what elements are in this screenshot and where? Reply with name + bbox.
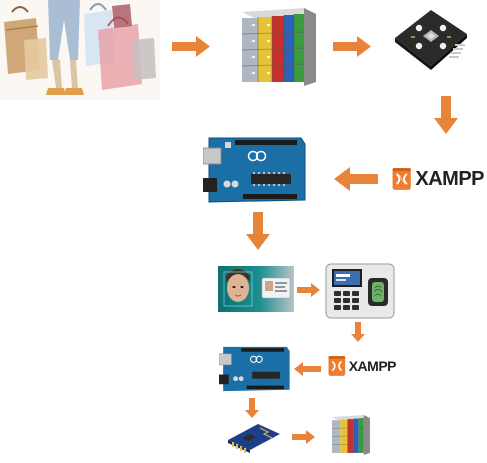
- arrow-left-2: [294, 362, 321, 376]
- face-recognition-photo: [218, 266, 294, 312]
- biometric-terminal-icon: [325, 263, 395, 319]
- locker-cabinet-icon: [241, 8, 316, 86]
- arrow-right-3: [297, 283, 320, 297]
- bags-shoes-illustration-icon: [0, 0, 160, 100]
- shopping-bags-illustration: [0, 0, 160, 100]
- arrow-down-1: [434, 96, 458, 134]
- xampp-label: XAMPP: [348, 358, 397, 374]
- arrow-right-4: [292, 430, 315, 444]
- xampp-logo-icon: [392, 168, 411, 190]
- arrow-left-1: [334, 167, 378, 191]
- color-sensor-module: [389, 4, 471, 76]
- arduino-uno-icon: [218, 346, 290, 392]
- colorful-lockers-small: [326, 414, 376, 456]
- arrow-down-4: [245, 398, 259, 418]
- wifi-module: [226, 420, 282, 454]
- fingerprint-terminal: [324, 262, 396, 320]
- arrow-right-2: [333, 36, 371, 57]
- xampp-label: XAMPP: [415, 167, 484, 190]
- arduino-uno-icon: [202, 137, 306, 203]
- arrow-down-3: [351, 322, 365, 342]
- locker-cabinet-icon: [332, 415, 370, 455]
- xampp-logo-icon: [328, 356, 346, 376]
- face-scan-image-icon: [218, 266, 294, 312]
- arduino-board-top: [202, 134, 307, 206]
- colorful-lockers: [238, 6, 320, 88]
- xampp-server-top: XAMPP: [392, 156, 484, 202]
- arrow-right-1: [172, 36, 210, 57]
- xampp-server-bottom: XAMPP: [328, 348, 397, 384]
- arrow-down-2: [246, 212, 270, 250]
- arduino-board-bottom: [218, 344, 291, 394]
- tcs-color-sensor-icon: [395, 10, 467, 70]
- esp8266-module-icon: [228, 424, 280, 453]
